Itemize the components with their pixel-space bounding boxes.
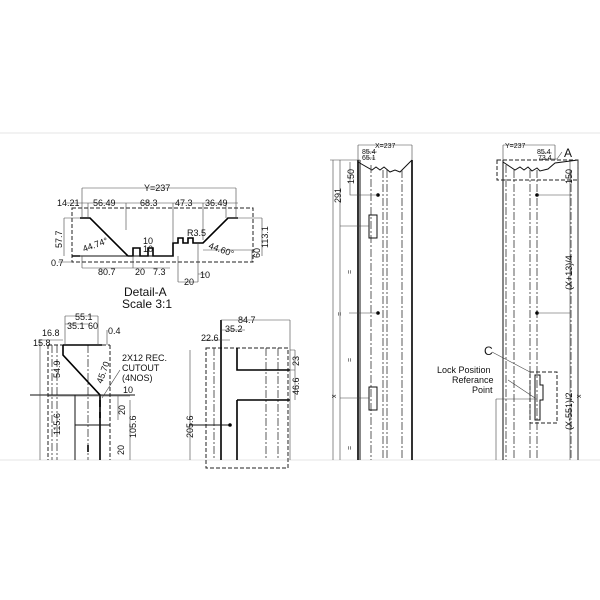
dim-45-70: 45.70 [94, 360, 111, 385]
dim-x: x [331, 394, 338, 398]
dim-291: 291 [333, 188, 343, 203]
formula-x-minus-551: (X-551)/2 [564, 392, 574, 430]
detail-a-ref: A [564, 146, 572, 160]
dim-73-4: 73.4 [538, 155, 552, 162]
dim-85-4: 85.4 [362, 149, 376, 156]
equal-mark: = [347, 358, 354, 362]
dim-top-4: 47.3 [175, 198, 193, 208]
dim-16-8: 16.8 [42, 328, 60, 338]
dim-0-4: 0.4 [108, 326, 121, 336]
cutout-note-2: CUTOUT [122, 363, 160, 373]
dim-205-6: 205.6 [185, 415, 195, 438]
dim-150: 150 [564, 169, 574, 184]
dim-23: 23 [291, 356, 301, 366]
section-left: 55.1 35.1 60 0.4 16.8 15.8 54.9 45.70 10… [30, 312, 167, 460]
dim-60: 60 [88, 321, 98, 331]
dim-top-5: 36.49 [205, 198, 228, 208]
dim-105-6: 105.6 [128, 415, 138, 438]
lock-note-3: Point [472, 385, 493, 395]
dim-bottom-1: 80.7 [98, 267, 116, 277]
cutout-note-1: 2X12 REC. [122, 353, 167, 363]
dim-y-237: Y=237 [505, 143, 526, 150]
elevation-x: X=237 85.4 65.1 150 291 x = = = = [330, 143, 413, 460]
dim-10: 10 [123, 385, 133, 395]
section-c-ref: C [484, 344, 493, 358]
dim-bottom-2: 20 [135, 267, 145, 277]
center-mark [228, 423, 232, 427]
formula-x-plus-13: (X+13)/4 [564, 255, 574, 290]
detail-scale: Scale 3:1 [122, 297, 172, 311]
dim-tooth-2: 10 [143, 244, 153, 254]
dim-35-2: 35.2 [225, 324, 243, 334]
dim-overall-width: Y=237 [144, 183, 170, 193]
dim-right-1: 60 [252, 248, 262, 258]
dim-x-237: X=237 [375, 143, 396, 150]
dim-54-9: 54.9 [52, 360, 62, 378]
radius-label: R3.5 [187, 228, 206, 238]
dim-bottom-5: 10 [200, 270, 210, 280]
dim-20: 20 [117, 405, 127, 415]
cutout-rect [368, 214, 378, 239]
dim-right-2: 113.1 [260, 226, 270, 248]
dim-35-1: 35.1 [67, 321, 85, 331]
dim-115-6: 115.6 [52, 413, 62, 435]
detail-a: Y=237 Y=237 14.21 56.49 68.3 47.3 36.49 … [51, 183, 270, 311]
angle-right: 44.60° [207, 240, 235, 258]
cutout-rect [368, 386, 378, 411]
dim-x: x [576, 394, 583, 398]
section-mid-boundary [205, 347, 289, 469]
equal-mark: = [347, 270, 354, 274]
dim-left-height: 57.7 [54, 230, 64, 248]
dim-46-6: 46.6 [291, 377, 301, 395]
dim-55-1: 55.1 [75, 312, 93, 322]
dim-150: 150 [346, 169, 356, 184]
dim-15-8: 15.8 [33, 338, 51, 348]
dim-84-7: 84.7 [238, 315, 256, 325]
dim-bottom-4: 20 [184, 277, 194, 287]
equal-mark: = [347, 446, 354, 450]
dim-20-lower: 20 [116, 445, 126, 455]
section-c-callout-box [529, 371, 558, 424]
elevation-y: Y=237 85.4 73.4 A 150 (X+13)/4 (X-551)/2… [437, 143, 583, 460]
dim-bottom-3: 7.3 [153, 267, 166, 277]
equal-mark: = [337, 312, 344, 316]
angle-left: 44.74° [81, 235, 109, 253]
lock-note-1: Lock Position [437, 365, 491, 375]
dim-22-6: 22.6 [201, 333, 219, 343]
cutout-note-3: (4NOS) [122, 373, 153, 383]
dim-65-1: 65.1 [362, 155, 376, 162]
detail-a-boundary [71, 207, 254, 263]
dim-top-2: 56.49 [93, 198, 116, 208]
dim-top-1: 14.21 [57, 198, 80, 208]
section-middle: 84.7 35.2 22.6 23 46.6 205.6 [185, 315, 301, 469]
dim-tooth-1: 10 [143, 236, 153, 246]
dim-85-4: 85.4 [537, 149, 551, 156]
lock-note-2: Referance [452, 375, 494, 385]
detail-title: Detail-A [124, 285, 167, 299]
lock-profile [534, 374, 544, 421]
dim-top-3: 68.3 [140, 198, 158, 208]
dim-left-offset: 0.7 [51, 258, 64, 268]
